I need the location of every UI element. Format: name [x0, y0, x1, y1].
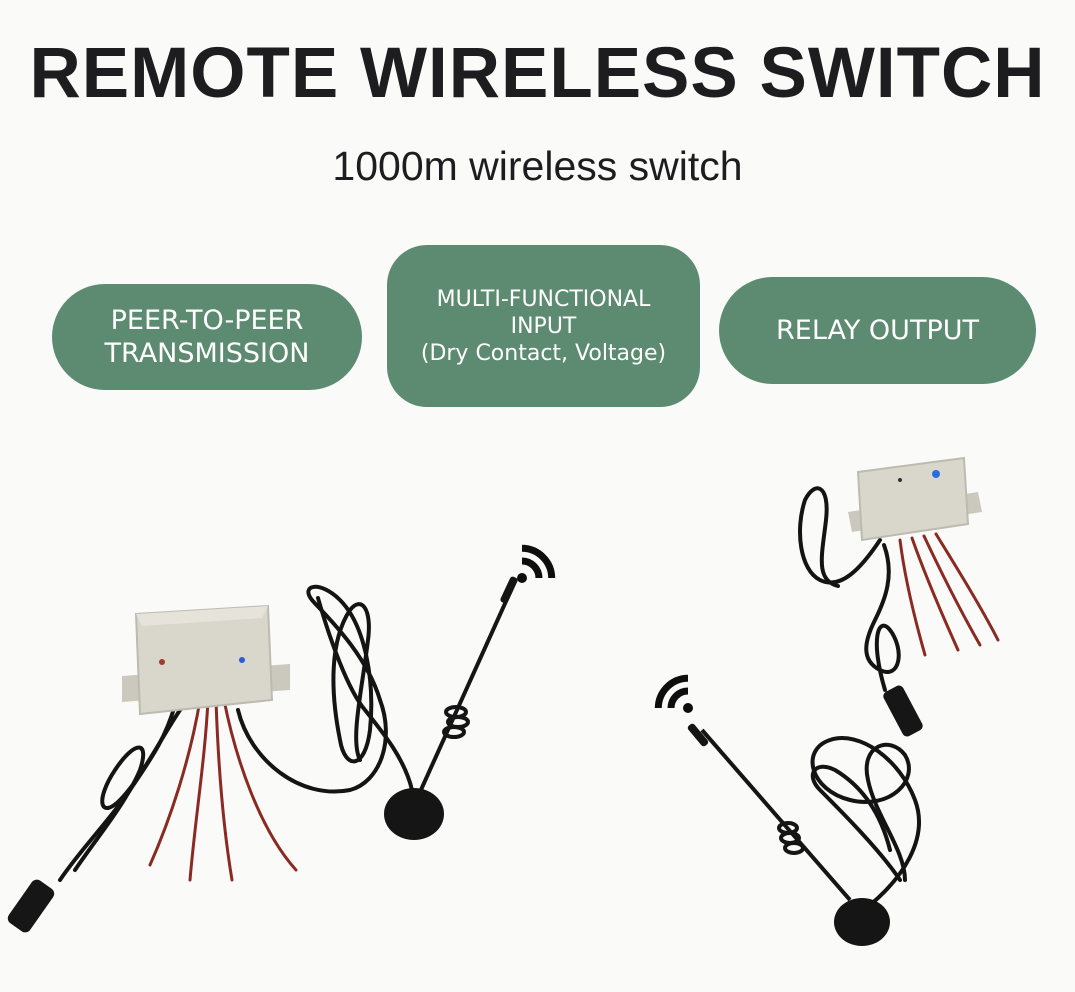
antenna-whip [418, 587, 514, 793]
antenna-coil [777, 821, 805, 855]
feature-line: PEER-TO-PEER [110, 305, 304, 336]
feature-relay-output: RELAY OUTPUT [719, 277, 1036, 384]
feature-line: RELAY OUTPUT [776, 315, 979, 346]
wifi-signal-icon [521, 544, 556, 579]
antenna-coil [442, 705, 470, 739]
feature-line: MULTI-FUNCTIONAL [436, 286, 651, 312]
status-led-icon [898, 478, 902, 482]
coiled-cable [810, 736, 921, 907]
feature-line: INPUT [510, 313, 577, 339]
page-subtitle: 1000m wireless switch [332, 143, 743, 189]
page-title: REMOTE WIRELESS SWITCH [29, 34, 1046, 113]
red-wires [898, 532, 1000, 657]
feature-line: TRANSMISSION [104, 338, 310, 369]
red-wires [148, 698, 298, 882]
feature-note: (Dry Contact, Voltage) [420, 340, 667, 366]
wifi-dot [683, 703, 693, 713]
status-led-icon [239, 657, 245, 663]
receiver-device [654, 456, 1000, 946]
enclosure-lid [136, 606, 268, 626]
antenna-tip [500, 576, 518, 604]
enclosure-box [856, 456, 970, 542]
antenna-base [384, 788, 444, 840]
dc-barrel-connector [883, 685, 923, 737]
status-led-icon [932, 470, 940, 478]
coiled-cable [798, 486, 901, 692]
wifi-signal-icon [654, 674, 689, 709]
feature-peer-to-peer: PEER-TO-PEER TRANSMISSION [52, 284, 362, 390]
antenna-base [834, 898, 890, 946]
wifi-dot [517, 573, 527, 583]
feature-multi-functional-input: MULTI-FUNCTIONAL INPUT (Dry Contact, Vol… [387, 245, 700, 407]
antenna-tip [687, 723, 709, 747]
status-led-icon [159, 659, 165, 665]
transmitter-device [7, 544, 556, 933]
antenna-whip [700, 728, 852, 902]
dc-barrel-connector [7, 879, 55, 933]
coiled-cable [58, 584, 414, 882]
